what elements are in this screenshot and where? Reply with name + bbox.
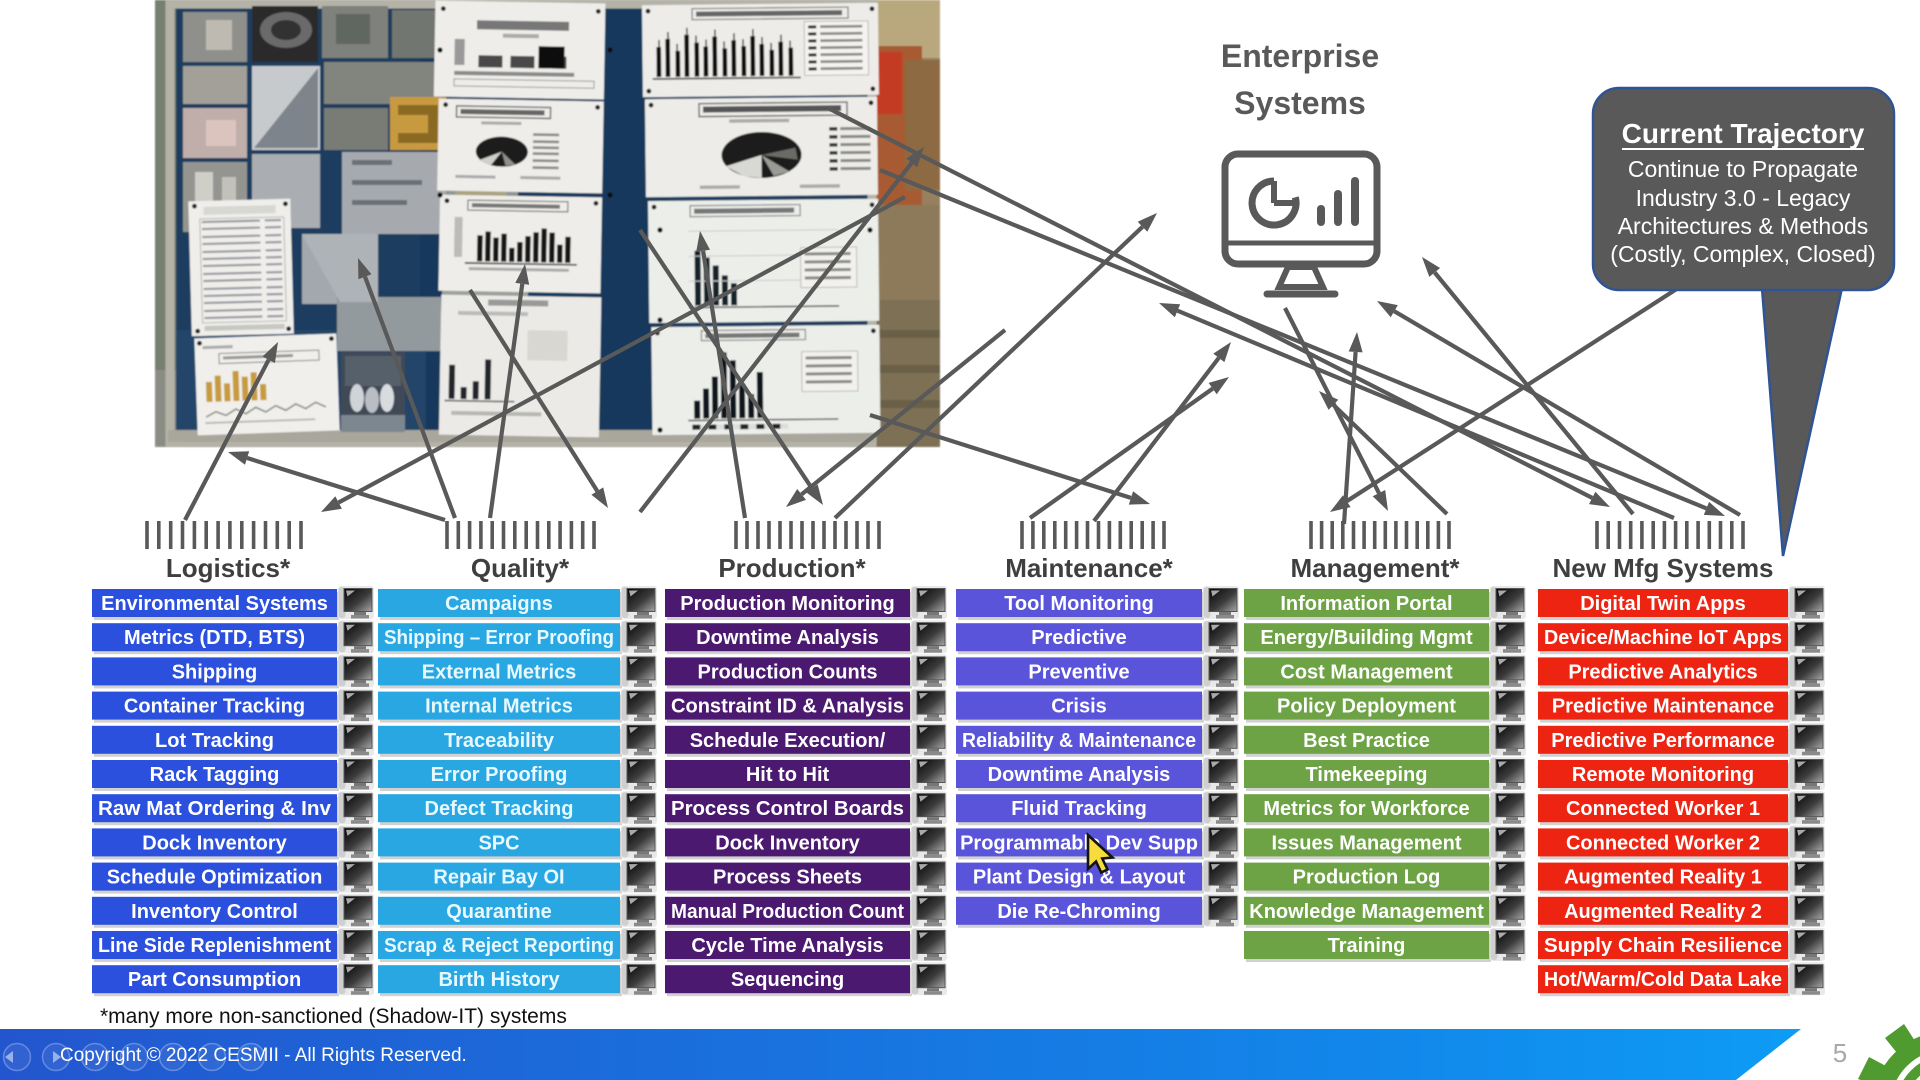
svg-text:Quarantine: Quarantine — [446, 901, 552, 923]
svg-text:Digital Twin Apps: Digital Twin Apps — [1580, 593, 1746, 615]
svg-text:Quality*: Quality* — [471, 553, 570, 583]
svg-text:Production*: Production* — [718, 553, 866, 583]
svg-text:Dock Inventory: Dock Inventory — [715, 832, 860, 854]
svg-text:Training: Training — [1328, 935, 1406, 957]
svg-text:Production Monitoring: Production Monitoring — [680, 593, 894, 615]
svg-text:Production Log: Production Log — [1293, 867, 1441, 889]
svg-text:Supply Chain Resilience: Supply Chain Resilience — [1544, 935, 1782, 957]
svg-text:Hot/Warm/Cold Data Lake: Hot/Warm/Cold Data Lake — [1544, 969, 1782, 991]
svg-text:External Metrics: External Metrics — [422, 661, 577, 683]
svg-text:Predictive: Predictive — [1031, 627, 1127, 649]
svg-text:Error Proofing: Error Proofing — [431, 764, 568, 786]
svg-text:Line Side Replenishment: Line Side Replenishment — [98, 935, 331, 957]
svg-text:Energy/Building Mgmt: Energy/Building Mgmt — [1260, 627, 1473, 649]
svg-text:Downtime Analysis: Downtime Analysis — [988, 764, 1171, 786]
svg-text:Metrics (DTD, BTS): Metrics (DTD, BTS) — [124, 627, 305, 649]
svg-text:Production Counts: Production Counts — [698, 661, 878, 683]
svg-text:Defect Tracking: Defect Tracking — [425, 798, 574, 820]
svg-text:Augmented Reality 2: Augmented Reality 2 — [1564, 901, 1762, 923]
svg-text:Enterprise: Enterprise — [1221, 38, 1379, 74]
svg-text:Process Control Boards: Process Control Boards — [671, 798, 904, 820]
svg-text:Birth History: Birth History — [438, 969, 560, 991]
svg-text:Predictive Performance: Predictive Performance — [1551, 730, 1774, 752]
svg-text:Shipping: Shipping — [172, 661, 258, 683]
svg-text:Maintenance*: Maintenance* — [1005, 553, 1173, 583]
svg-text:Remote Monitoring: Remote Monitoring — [1572, 764, 1754, 786]
svg-text:Campaigns: Campaigns — [445, 593, 553, 615]
svg-text:Traceability: Traceability — [444, 730, 555, 752]
svg-text:Knowledge Management: Knowledge Management — [1249, 901, 1484, 923]
svg-text:Scrap & Reject Reporting: Scrap & Reject Reporting — [384, 935, 614, 957]
svg-text:Best Practice: Best Practice — [1303, 730, 1430, 752]
svg-text:Schedule Execution/: Schedule Execution/ — [690, 730, 886, 752]
svg-text:Part Consumption: Part Consumption — [128, 969, 301, 991]
svg-text:Internal Metrics: Internal Metrics — [425, 696, 573, 718]
svg-text:Copyright © 2022 CESMII - All: Copyright © 2022 CESMII - All Rights Res… — [60, 1045, 467, 1066]
svg-text:Inventory Control: Inventory Control — [131, 901, 298, 923]
svg-text:Predictive Maintenance: Predictive Maintenance — [1552, 696, 1774, 718]
svg-text:Connected Worker 1: Connected Worker 1 — [1566, 798, 1760, 820]
svg-text:Sequencing: Sequencing — [731, 969, 844, 991]
svg-text:Programmable Dev Supp: Programmable Dev Supp — [960, 832, 1198, 854]
svg-text:Downtime Analysis: Downtime Analysis — [696, 627, 879, 649]
svg-text:Raw Mat Ordering & Inv: Raw Mat Ordering & Inv — [98, 798, 332, 820]
svg-text:Policy Deployment: Policy Deployment — [1277, 696, 1456, 718]
svg-text:Information Portal: Information Portal — [1280, 593, 1452, 615]
svg-text:Schedule Optimization: Schedule Optimization — [107, 867, 323, 889]
svg-text:Plant Design & Layout: Plant Design & Layout — [973, 867, 1186, 889]
svg-text:Logistics*: Logistics* — [166, 553, 291, 583]
svg-text:Augmented Reality 1: Augmented Reality 1 — [1564, 867, 1762, 889]
svg-text:Environmental Systems: Environmental Systems — [101, 593, 328, 615]
svg-text:Predictive Analytics: Predictive Analytics — [1568, 661, 1757, 683]
svg-text:Manual Production Count: Manual Production Count — [671, 901, 904, 923]
svg-text:Shipping – Error Proofing: Shipping – Error Proofing — [384, 627, 614, 649]
svg-text:Hit to Hit: Hit to Hit — [746, 764, 830, 786]
svg-text:Lot Tracking: Lot Tracking — [155, 730, 274, 752]
svg-text:Crisis: Crisis — [1051, 696, 1107, 718]
svg-text:Current Trajectory: Current Trajectory — [1622, 118, 1865, 149]
svg-text:Device/Machine IoT Apps: Device/Machine IoT Apps — [1544, 627, 1782, 649]
svg-text:Reliability & Maintenance: Reliability & Maintenance — [962, 730, 1196, 752]
svg-text:Die Re-Chroming: Die Re-Chroming — [997, 901, 1160, 923]
svg-text:Systems: Systems — [1234, 85, 1366, 121]
svg-text:Preventive: Preventive — [1028, 661, 1129, 683]
svg-text:5: 5 — [1833, 1038, 1847, 1068]
svg-text:Timekeeping: Timekeeping — [1306, 764, 1428, 786]
svg-text:Tool Monitoring: Tool Monitoring — [1004, 593, 1154, 615]
svg-text:Repair Bay OI: Repair Bay OI — [433, 867, 564, 889]
svg-text:Issues Management: Issues Management — [1271, 832, 1461, 854]
svg-text:Management*: Management* — [1290, 553, 1460, 583]
svg-text:Cost Management: Cost Management — [1280, 661, 1453, 683]
svg-text:Metrics for Workforce: Metrics for Workforce — [1263, 798, 1469, 820]
svg-text:Continue to Propagate: Continue to Propagate — [1628, 156, 1858, 182]
svg-text:SPC: SPC — [478, 832, 519, 854]
svg-text:*many more non-sanctioned (Sha: *many more non-sanctioned (Shadow-IT) sy… — [100, 1005, 567, 1028]
svg-text:Connected Worker 2: Connected Worker 2 — [1566, 832, 1760, 854]
svg-text:Process Sheets: Process Sheets — [713, 867, 862, 889]
svg-text:Dock Inventory: Dock Inventory — [142, 832, 287, 854]
svg-text:(Costly, Complex, Closed): (Costly, Complex, Closed) — [1610, 241, 1875, 267]
svg-text:Constraint ID & Analysis: Constraint ID & Analysis — [671, 696, 904, 718]
svg-text:Rack Tagging: Rack Tagging — [150, 764, 280, 786]
svg-text:Container Tracking: Container Tracking — [124, 696, 305, 718]
svg-text:Cycle Time Analysis: Cycle Time Analysis — [691, 935, 883, 957]
svg-text:Fluid Tracking: Fluid Tracking — [1011, 798, 1147, 820]
svg-text:Architectures & Methods: Architectures & Methods — [1618, 213, 1869, 239]
svg-text:Industry 3.0 - Legacy: Industry 3.0 - Legacy — [1636, 185, 1851, 211]
svg-text:New Mfg Systems: New Mfg Systems — [1552, 553, 1773, 583]
